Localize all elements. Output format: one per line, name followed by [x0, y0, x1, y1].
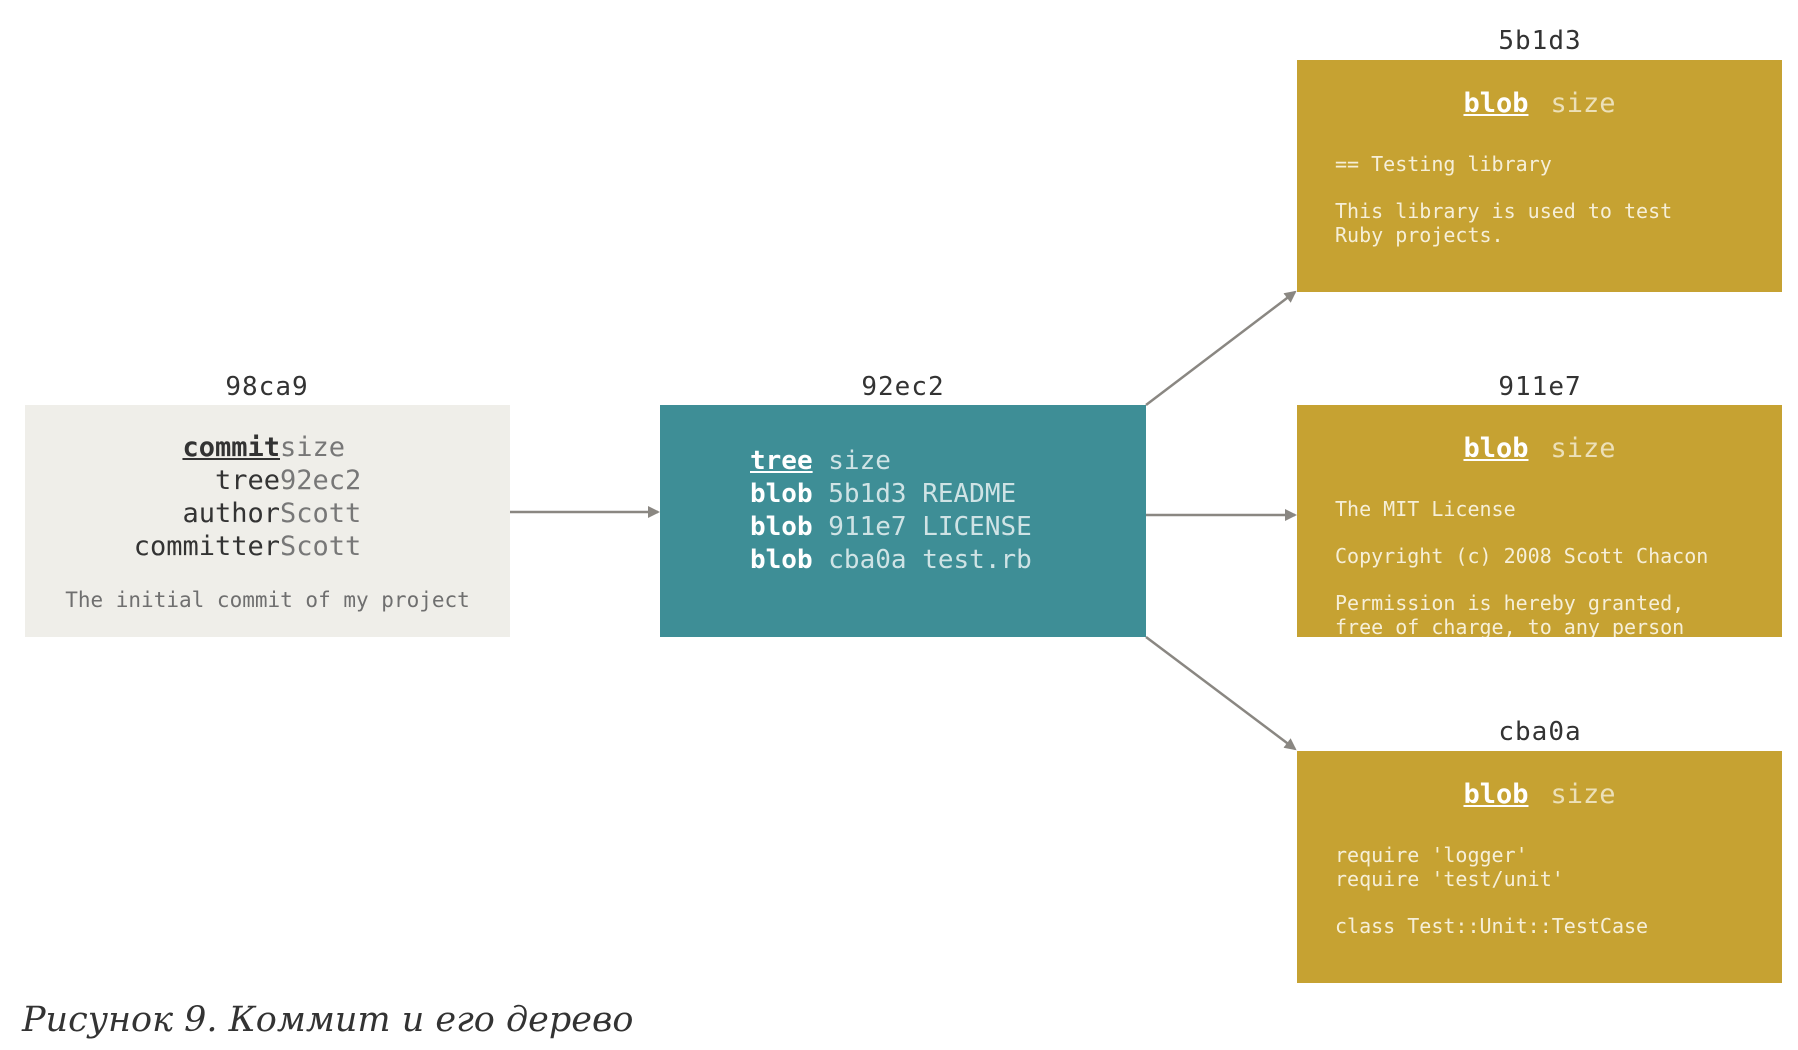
tree-row-header: tree size	[750, 445, 891, 478]
commit-message: The initial commit of my project	[65, 588, 470, 612]
blob-line: class Test::Unit::TestCase	[1335, 914, 1649, 938]
blob-object-license: blob size The MIT License Copyright (c) 2…	[1297, 405, 1782, 637]
commit-row-author: author Scott	[25, 497, 510, 530]
blob-header: blob size	[1297, 779, 1782, 810]
blob-kind: blob	[1463, 88, 1529, 119]
blob-line: Ruby projects.	[1335, 223, 1504, 247]
commit-object: commit size tree 92ec2 author Scott comm…	[25, 405, 510, 637]
commit-key: committer	[133, 531, 280, 562]
blob-header: blob size	[1297, 433, 1782, 464]
commit-value: Scott	[280, 498, 362, 529]
tree-row-value: size	[828, 446, 891, 476]
commit-key: author	[182, 498, 280, 529]
blob-object-readme: blob size == Testing library This library…	[1297, 60, 1782, 292]
arrow-tree-to-blob-readme	[1145, 290, 1297, 406]
blob-line: Permission is hereby granted,	[1335, 591, 1685, 615]
blob-line: This library is used to test	[1335, 199, 1673, 223]
commit-row-commit: commit size	[25, 431, 510, 464]
tree-hash: 92ec2	[861, 372, 945, 402]
blob-hash: 911e7	[1498, 372, 1582, 402]
tree-row-test: blob cba0a test.rb	[750, 544, 1032, 577]
tree-row-readme: blob 5b1d3 README	[750, 478, 1016, 511]
tree-row-value: cba0a test.rb	[828, 545, 1032, 575]
blob-size: size	[1550, 433, 1616, 464]
blob-line: require 'logger'	[1335, 843, 1528, 867]
blob-line: The MIT License	[1335, 497, 1516, 521]
blob-hash: cba0a	[1498, 717, 1582, 747]
tree-row-value: 911e7 LICENSE	[828, 512, 1032, 542]
commit-key: tree	[214, 465, 280, 496]
arrow-tree-to-blob-test	[1145, 636, 1297, 751]
commit-key: commit	[182, 432, 280, 463]
tree-row-kind: blob	[750, 479, 813, 509]
tree-object: tree size blob 5b1d3 README blob 911e7 L…	[660, 405, 1146, 637]
tree-row-kind: tree	[750, 446, 813, 476]
commit-hash: 98ca9	[225, 372, 309, 402]
blob-line: require 'test/unit'	[1335, 867, 1564, 891]
commit-row-committer: committer Scott	[25, 530, 510, 563]
tree-row-kind: blob	[750, 512, 813, 542]
blob-header: blob size	[1297, 88, 1782, 119]
tree-row-kind: blob	[750, 545, 813, 575]
blob-line: Copyright (c) 2008 Scott Chacon	[1335, 544, 1709, 568]
figure-caption: Рисунок 9. Коммит и его дерево	[22, 1000, 634, 1040]
blob-kind: blob	[1463, 779, 1529, 810]
blob-size: size	[1550, 779, 1616, 810]
blob-kind: blob	[1463, 433, 1529, 464]
commit-value: size	[280, 432, 346, 463]
tree-row-license: blob 911e7 LICENSE	[750, 511, 1032, 544]
tree-row-value: 5b1d3 README	[828, 479, 1017, 509]
blob-line: free of charge, to any person	[1335, 615, 1685, 637]
blob-object-test: blob size require 'logger' require 'test/…	[1297, 751, 1782, 983]
blob-size: size	[1550, 88, 1616, 119]
blob-hash: 5b1d3	[1498, 26, 1582, 56]
blob-line: == Testing library	[1335, 152, 1552, 176]
commit-value: Scott	[280, 531, 362, 562]
commit-row-tree: tree 92ec2	[25, 464, 510, 497]
commit-value: 92ec2	[280, 465, 362, 496]
